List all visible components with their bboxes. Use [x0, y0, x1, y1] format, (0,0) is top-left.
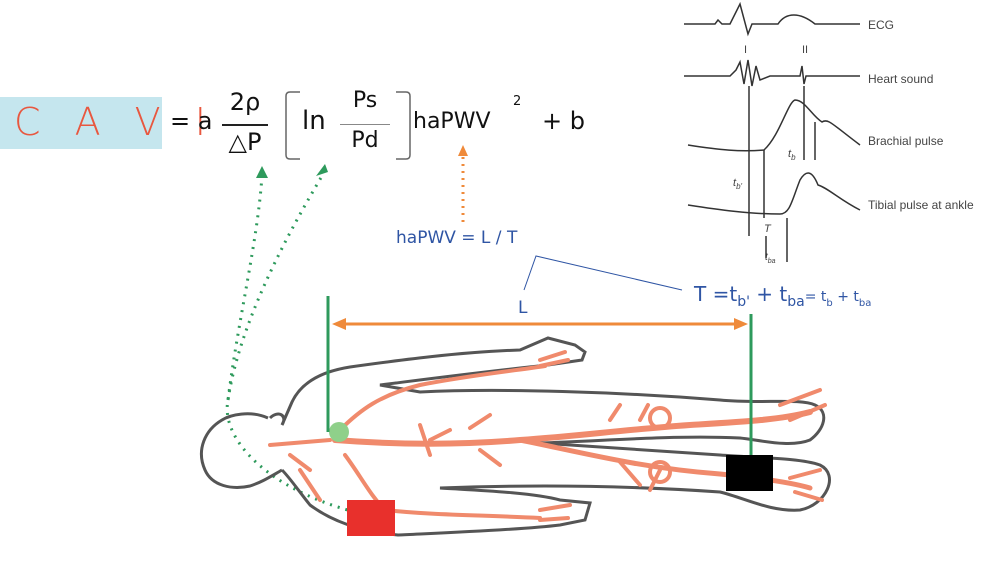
hapwv-definition: haPWV = L / T — [396, 228, 518, 248]
arteries — [268, 350, 827, 522]
length-arrowhead-left — [332, 318, 346, 330]
heart-marker — [329, 422, 349, 442]
t-def-part: = t — [804, 289, 827, 305]
ankle-cuff — [726, 455, 773, 491]
left-bracket — [285, 91, 300, 160]
tb-sub: b — [791, 153, 796, 163]
sound-i-label: I — [744, 44, 748, 56]
formula-frac1-denominator: △P — [228, 128, 262, 156]
green-dotted-arrow-2 — [226, 175, 324, 401]
formula-plus-b: + b — [542, 107, 585, 135]
tb-label: tb — [788, 148, 796, 162]
length-label: L — [518, 298, 528, 318]
length-arrowhead-right — [734, 318, 748, 330]
heart-sound-label: Heart sound — [868, 72, 934, 86]
formula-exponent: 2 — [513, 94, 522, 109]
formula-equals-a: = a — [170, 107, 213, 135]
tb-t: t — [788, 148, 792, 160]
t-def-sub: ba — [858, 298, 872, 309]
ecg-trace — [684, 1, 860, 37]
formula-frac2-numerator: Ps — [352, 88, 378, 113]
tba-sub: ba — [767, 258, 776, 265]
t-def-part: + t — [749, 282, 788, 306]
tbprime-label: tb' — [733, 177, 742, 191]
t-def-part: + t — [832, 289, 859, 305]
hapwv-arrowhead — [458, 145, 468, 156]
t-interval-label: T — [764, 223, 771, 235]
body-outline — [199, 336, 831, 537]
cavi-label-background — [0, 97, 162, 149]
t-definition: T =tb' + tba= tb + tba — [694, 282, 871, 310]
tbprime-sub: b' — [736, 182, 743, 192]
sound-ii-label: II — [802, 44, 809, 56]
green-arrowhead-1 — [256, 166, 268, 178]
formula-frac1-numerator: 2ρ — [229, 88, 261, 116]
ecg-label: ECG — [868, 18, 895, 32]
waveforms — [684, 1, 861, 262]
green-arrowhead-2 — [316, 164, 328, 176]
t-def-part: T =t — [694, 282, 738, 306]
arm-cuff — [347, 500, 395, 536]
tbprime-t: t — [733, 177, 737, 189]
green-dotted-arrow-1 — [225, 174, 356, 514]
t-def-sub: b' — [737, 294, 750, 310]
brachial-pulse-label: Brachial pulse — [868, 134, 944, 148]
formula-hapwv: haPWV — [413, 109, 491, 134]
t-def-sub: b — [826, 298, 833, 309]
heart-sound-trace — [684, 59, 860, 87]
tibial-pulse-label: Tibial pulse at ankle — [868, 198, 974, 212]
formula-ln: ln — [302, 106, 326, 136]
formula-frac1-bar — [222, 124, 268, 126]
brachial-trace — [687, 99, 861, 152]
t-def-sub: ba — [787, 294, 805, 310]
cavi-label: C A V I — [14, 100, 217, 144]
tibial-trace — [687, 172, 861, 215]
callout-line — [523, 255, 683, 291]
formula-frac2-bar — [340, 124, 390, 125]
formula-frac2-denominator: Pd — [351, 128, 379, 153]
right-bracket — [396, 91, 411, 160]
